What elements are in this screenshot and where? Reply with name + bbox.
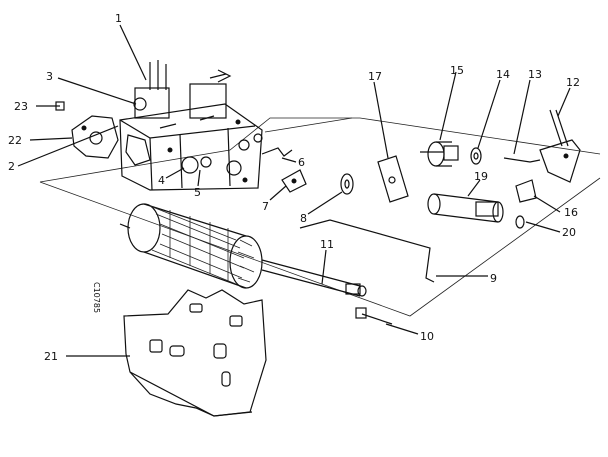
part-9-rod (299, 219, 435, 283)
part-17-plate (377, 155, 409, 203)
callout-5: 5 (194, 186, 201, 199)
callout-12: 12 (566, 76, 580, 89)
callout-21: 21 (44, 350, 58, 363)
part-19-shaft (427, 193, 504, 223)
callout-23: 23 (14, 100, 28, 113)
part-21-shield (123, 289, 267, 417)
part-22-plate (71, 115, 119, 159)
rotor-drum (127, 203, 263, 289)
part-14-washer (470, 147, 482, 165)
callout-3: 3 (46, 70, 53, 83)
callout-labels: 1 2 3 4 5 6 7 8 9 10 11 12 13 14 15 16 1… (8, 12, 580, 363)
part-23-screw (36, 101, 65, 111)
part-13-spring (503, 157, 541, 163)
part-8-washer (340, 173, 354, 195)
callout-14: 14 (496, 68, 510, 81)
side-code: C10785 (92, 282, 101, 313)
part-20-washer (515, 215, 525, 229)
part-6-pin (261, 147, 293, 157)
callout-2: 2 (8, 160, 15, 173)
motor-bracket-assembly (119, 60, 263, 191)
callout-8: 8 (300, 212, 307, 225)
part-16-clip (515, 179, 537, 203)
callout-6: 6 (298, 156, 305, 169)
callout-13: 13 (528, 68, 542, 81)
leader-lines (17, 24, 571, 357)
callout-22: 22 (8, 134, 22, 147)
callout-1: 1 (115, 12, 122, 25)
callout-17: 17 (368, 70, 382, 83)
callout-15: 15 (450, 64, 464, 77)
part-7-clip (281, 169, 307, 193)
callout-7: 7 (262, 200, 269, 213)
callout-9: 9 (490, 272, 497, 285)
callout-20: 20 (562, 226, 576, 239)
assembly-plane-lines (39, 117, 601, 317)
part-10-screw (355, 307, 393, 325)
part-12-lever (539, 109, 581, 183)
callout-4: 4 (158, 174, 165, 187)
part-15-gear (420, 141, 459, 167)
callout-19: 19 (474, 170, 488, 183)
callout-11: 11 (320, 238, 334, 251)
part-11-shaft (119, 223, 367, 297)
callout-16: 16 (564, 206, 578, 219)
callout-10: 10 (420, 330, 434, 343)
